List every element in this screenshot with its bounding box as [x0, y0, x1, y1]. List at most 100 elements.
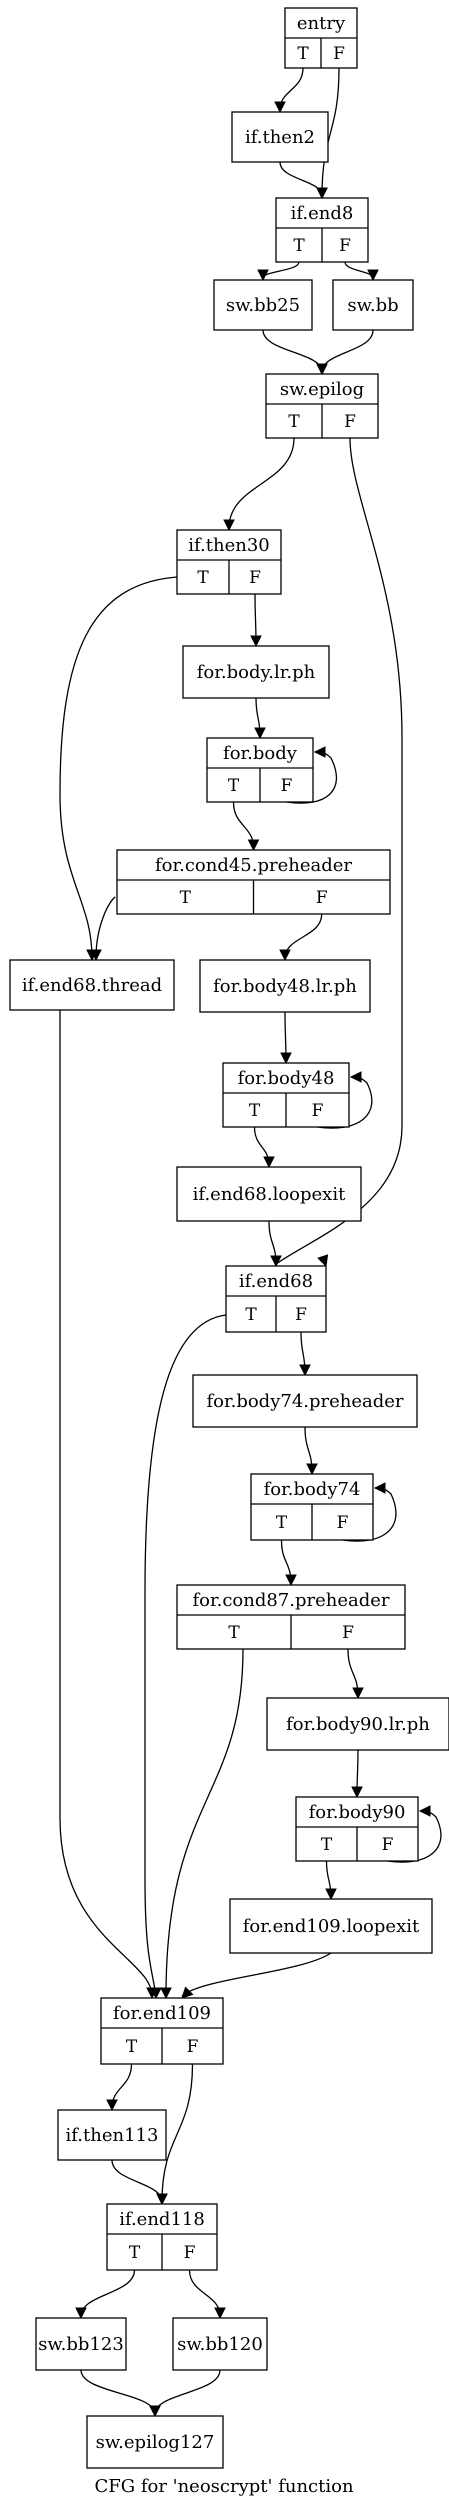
edge-for-body90-to-for-end109-loopexit — [325, 1860, 337, 1901]
port-false-label: F — [382, 1835, 394, 1855]
edge-line — [95, 896, 116, 959]
node-box — [9, 959, 175, 1011]
node-sw-bb: sw.bb — [332, 279, 414, 331]
edge-arrowhead — [160, 1987, 172, 2000]
edge-for-cond87-preheader-to-for-body90-lr-ph — [347, 1648, 364, 1700]
edge-sw-epilog-to-if-end68 — [275, 437, 403, 1268]
port-true-label: T — [249, 1101, 261, 1121]
node-label: sw.bb120 — [177, 2334, 263, 2355]
node-box — [231, 111, 329, 163]
node-for-body48-lr-ph: for.body48.lr.ph — [199, 959, 371, 1013]
node-box — [182, 645, 330, 699]
node-label: for.body90 — [309, 1802, 406, 1823]
edge-for-body74-to-for-cond87-preheader — [280, 1539, 297, 1587]
edge-arrowhead — [149, 2405, 161, 2418]
port-false-label: F — [187, 2037, 199, 2057]
edge-line — [165, 1648, 244, 1997]
edge-line — [262, 329, 323, 373]
edge-if-end68-thread-to-for-end109 — [59, 1010, 158, 2000]
edges-layer — [59, 67, 442, 2418]
node-label: for.body48 — [238, 1068, 335, 1089]
node-if-end68-thread: if.end68.thread — [9, 959, 175, 1011]
node-label: for.cond87.preheader — [192, 1590, 389, 1611]
edge-line — [111, 2159, 163, 2203]
port-false-label: F — [281, 776, 293, 796]
edge-line — [80, 2269, 136, 2317]
edge-for-cond87-preheader-to-for-end109 — [160, 1648, 244, 2000]
edge-arrowhead — [90, 949, 102, 962]
port-true-label: T — [288, 412, 300, 432]
port-true-label: T — [228, 776, 240, 796]
node-label: for.end109 — [113, 2003, 211, 2024]
node-label: sw.bb123 — [38, 2334, 124, 2355]
node-box — [266, 1697, 449, 1751]
node-label: if.end118 — [119, 2209, 205, 2230]
port-false-label: F — [344, 412, 356, 432]
node-for-body-lr-ph: for.body.lr.ph — [182, 645, 330, 699]
node-label: for.body74.preheader — [206, 1391, 403, 1412]
edge-arrowhead — [263, 1156, 275, 1169]
edge-if-then2-to-if-end8 — [279, 161, 328, 200]
edge-arrowhead — [306, 1463, 318, 1476]
node-label: for.body90.lr.ph — [286, 1714, 430, 1735]
edge-if-end118-to-sw-bb120 — [188, 2269, 226, 2320]
port-false-label: F — [184, 2243, 196, 2263]
edge-for-end109-loopexit-to-for-end109 — [181, 1952, 332, 1999]
node-label: sw.epilog — [280, 379, 364, 400]
edge-arrowhead — [250, 635, 262, 648]
node-box — [176, 1166, 362, 1222]
edge-arrowhead — [373, 1482, 386, 1494]
edge-for-end109-to-if-then113 — [106, 2063, 133, 2112]
edge-for-body48-to-if-end68-loopexit — [253, 1126, 275, 1169]
edge-arrowhead — [181, 1986, 194, 1999]
edge-for-body48-lr-ph-to-for-body48 — [280, 1011, 292, 1065]
port-true-label: T — [293, 236, 305, 256]
node-sw-epilog127: sw.epilog127 — [86, 2415, 224, 2469]
node-label: if.end68.loopexit — [193, 1184, 346, 1205]
edge-line — [161, 2063, 194, 2203]
edge-arrowhead — [317, 1254, 329, 1268]
port-false-label: F — [249, 568, 261, 588]
node-sw-bb25: sw.bb25 — [213, 279, 313, 331]
node-for-body74-preheader: for.body74.preheader — [192, 1374, 418, 1428]
edge-line — [59, 1010, 153, 1997]
node-for-end109-loopexit: for.end109.loopexit — [229, 1898, 433, 1954]
node-label: if.end68 — [239, 1271, 313, 1292]
edge-arrowhead — [106, 2099, 118, 2112]
node-label: if.then113 — [66, 2125, 159, 2146]
node-label: for.cond45.preheader — [155, 855, 352, 876]
edge-arrowhead — [316, 363, 328, 376]
port-true-label: T — [276, 1513, 288, 1533]
edge-if-end8-to-sw-bb — [344, 261, 379, 282]
edge-arrowhead — [313, 746, 326, 758]
edge-arrowhead — [349, 1071, 362, 1083]
port-true-label: T — [228, 1623, 240, 1643]
node-label: sw.epilog127 — [96, 2432, 215, 2453]
port-true-label: T — [245, 1305, 257, 1325]
port-true-label: T — [321, 1835, 333, 1855]
edge-if-end68-to-for-end109 — [144, 1314, 227, 2000]
edge-arrowhead — [367, 269, 379, 282]
node-label: entry — [297, 13, 346, 34]
port-false-label: F — [316, 888, 328, 908]
node-sw-bb120: sw.bb120 — [172, 2317, 268, 2371]
edge-for-body-to-for-cond45-preheader — [232, 801, 260, 852]
node-box — [229, 1898, 433, 1954]
edge-arrowhead — [156, 2193, 168, 2206]
edge-if-end8-to-sw-bb25 — [257, 261, 300, 282]
edge-for-body90-lr-ph-to-for-body90 — [351, 1749, 363, 1799]
node-label: sw.bb — [347, 295, 398, 316]
node-sw-bb123: sw.bb123 — [35, 2317, 127, 2371]
edge-for-body-lr-ph-to-for-body — [254, 697, 266, 740]
port-true-label: T — [180, 888, 192, 908]
port-true-label: T — [197, 568, 209, 588]
edge-arrowhead — [280, 1052, 292, 1065]
node-label: for.body.lr.ph — [197, 662, 316, 683]
